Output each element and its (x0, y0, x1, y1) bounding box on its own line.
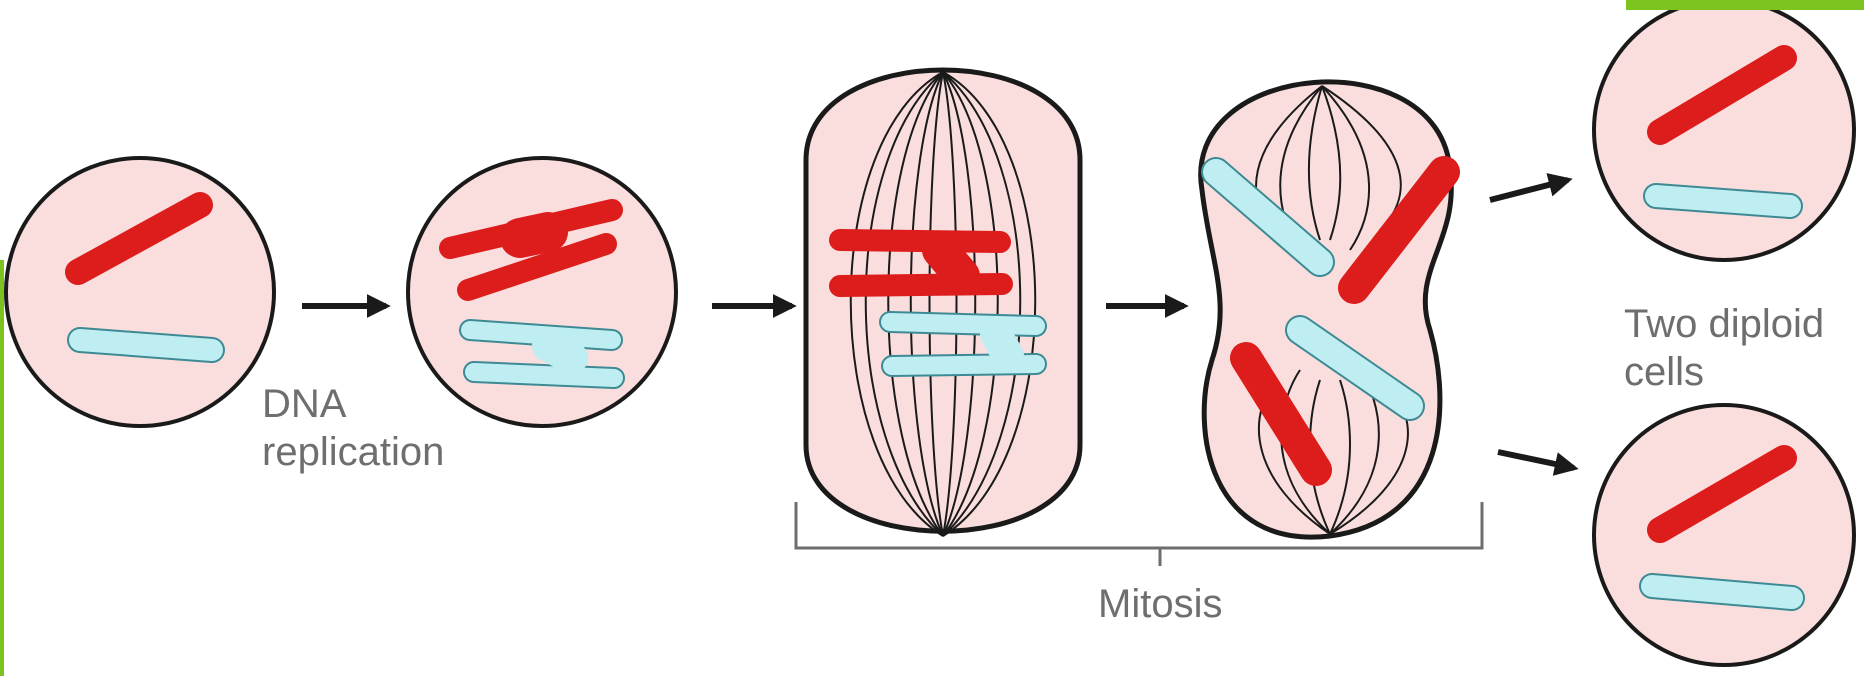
cell-replicated (408, 158, 676, 426)
two-diploid-cells-label: Two diploid cells (1624, 300, 1824, 396)
frame-accent-left (0, 260, 4, 676)
mitosis-label: Mitosis (1098, 580, 1222, 628)
two-diploid-cells-line-1: Two diploid (1624, 300, 1824, 348)
two-diploid-cells-line-2: cells (1624, 348, 1824, 396)
daughter-cell-top (1594, 0, 1854, 260)
arrow-up-right (1490, 180, 1568, 200)
dna-replication-line-1: DNA (262, 380, 444, 428)
dna-replication-line-2: replication (262, 428, 444, 476)
cell-anaphase (1201, 82, 1452, 537)
dna-replication-label: DNA replication (262, 380, 444, 476)
arrow-down-right (1498, 452, 1574, 468)
frame-accent-top (1626, 0, 1864, 10)
cell-initial (6, 158, 274, 426)
cell-metaphase (806, 70, 1080, 536)
daughter-cell-bottom (1594, 405, 1854, 665)
